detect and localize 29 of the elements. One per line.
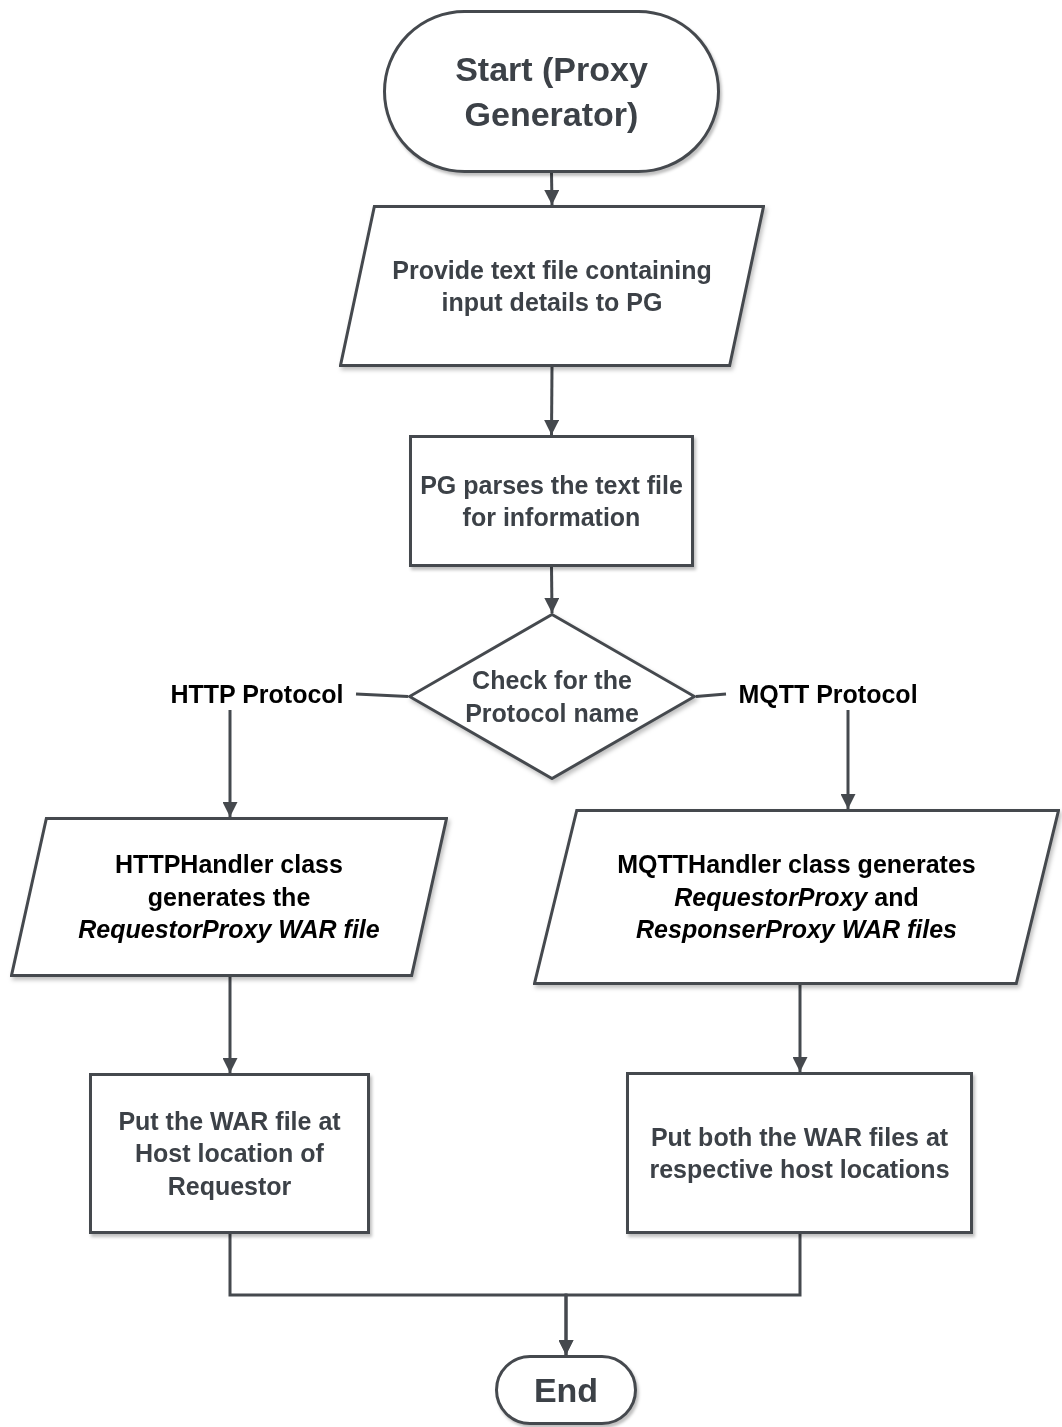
node-text: HTTPHandler class generates the RequestorProxy WAR file: [77, 849, 381, 946]
node-text: Start (Proxy Generator): [454, 49, 649, 135]
connector-line: [355, 692, 409, 698]
arrow: [222, 710, 238, 817]
node-text: Put the WAR file at Host location of Requestor: [117, 1105, 342, 1202]
branch-label: HTTP Protocol: [158, 678, 356, 710]
node-text: PG parses the text file for information: [420, 469, 683, 533]
node-text: Check for the Protocol name: [464, 665, 640, 729]
node-text: Provide text file containing input details to PG: [391, 254, 713, 318]
process-box: [89, 1073, 370, 1234]
arrow: [792, 985, 808, 1072]
input-output-parallelogram: [533, 809, 1060, 985]
node-text: End: [533, 1369, 599, 1411]
connector-line: [695, 692, 727, 698]
node-text: Put both the WAR files at respective host locations: [648, 1121, 951, 1185]
branch-label: MQTT Protocol: [726, 678, 930, 710]
decision-diamond: [408, 613, 696, 780]
node-text: MQTTHandler class generates RequestorProxy and ResponserProxy WAR files: [616, 849, 977, 946]
arrow: [544, 367, 560, 435]
arrow: [222, 977, 238, 1073]
process-box: [409, 435, 694, 567]
arrow: [544, 172, 560, 206]
arrow: [840, 710, 856, 809]
arrow: [558, 1234, 802, 1355]
arrow: [544, 567, 560, 613]
terminal-shape: [495, 1355, 637, 1425]
process-box: [626, 1072, 973, 1234]
input-output-parallelogram: [10, 817, 448, 977]
input-output-parallelogram: [339, 205, 765, 367]
